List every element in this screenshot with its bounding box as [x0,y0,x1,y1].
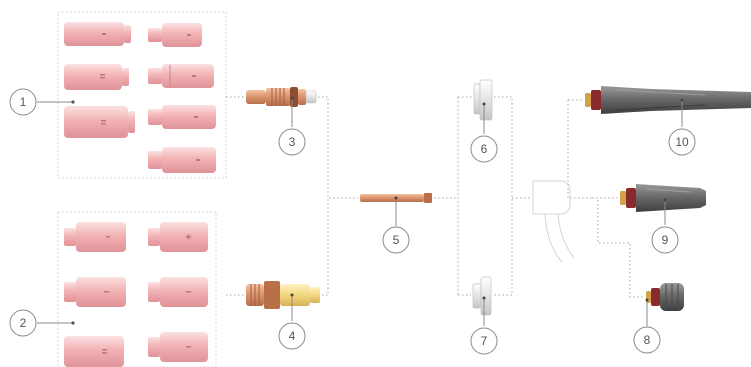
callout-number-8: 8 [644,333,651,347]
callout-pointers [291,98,683,326]
callout-circle-2 [9,309,37,337]
connector-lines [226,96,644,298]
alumina-nozzle [148,332,208,362]
torch-head-outline [532,180,575,263]
alumina-nozzle [64,336,124,367]
alumina-nozzle [64,22,131,46]
callout-number-4: 4 [289,329,296,343]
callout-circle-6 [470,135,498,163]
back-cap-long [585,86,751,114]
alumina-nozzle [148,105,216,129]
collet [360,193,432,203]
nozzle-group-2 [64,222,208,367]
alumina-nozzle [148,64,214,88]
nozzle-group-2-box [57,211,217,367]
alumina-nozzle [148,277,208,307]
callout-circle-3 [278,128,306,156]
callout-number-1: 1 [20,95,27,109]
callout-number-10: 10 [675,135,689,149]
callout-circle-8 [633,326,661,354]
callout-circle-5 [382,226,410,254]
alumina-nozzle [148,147,216,173]
alumina-nozzle [64,64,129,90]
callout-number-5: 5 [393,233,400,247]
gas-lens-brass [246,281,320,309]
nozzle-group-1-box [57,11,227,179]
leader-dot [71,321,75,325]
callout-number-7: 7 [481,334,488,348]
callout-circle-9 [651,226,679,254]
alumina-nozzle [148,23,202,47]
alumina-nozzle [64,106,135,138]
callout-number-9: 9 [662,233,669,247]
gas-lens-insulator [472,276,492,316]
callout-number-2: 2 [20,316,27,330]
callout-number-3: 3 [289,135,296,149]
back-cap-short [646,283,684,311]
nozzle-group-1 [64,22,216,173]
back-cap-medium [620,184,706,212]
callout-number-6: 6 [481,142,488,156]
alumina-nozzle [64,222,126,252]
leader-dot [71,100,75,104]
alumina-nozzle [64,277,126,307]
callout-circle-10 [668,128,696,156]
alumina-nozzle [148,222,208,252]
callout-circle-1 [9,88,37,116]
callout-dots [290,96,684,302]
collet-body-copper [246,87,317,107]
callout-circle-7 [470,327,498,355]
callout-circle-4 [278,322,306,350]
insulator-washer [473,79,493,121]
